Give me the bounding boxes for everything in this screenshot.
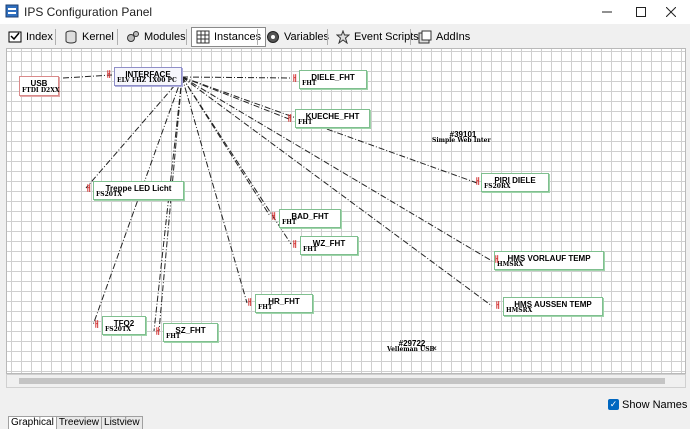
toolbar-separator: [186, 29, 187, 45]
tab-label: Event Scripts: [354, 31, 419, 43]
instance-node-kueche-fht[interactable]: KUECHE_FHT FHT: [295, 109, 370, 128]
addins-icon: [418, 30, 432, 44]
instance-node-piri-diele[interactable]: PIRI DIELE FS20RX: [481, 173, 549, 192]
connection-lines: [62, 74, 493, 332]
instance-node-treppe-led-licht[interactable]: Treppe LED Licht FS20TX: [93, 181, 184, 200]
tab-label: Modules: [144, 31, 186, 43]
show-names-checkbox[interactable]: ✓: [608, 399, 619, 410]
connector-icon: ㅐ: [105, 70, 113, 79]
tab-event-scripts[interactable]: Event Scripts: [332, 27, 423, 47]
connector-icon: ㅐ: [286, 114, 294, 123]
instance-node-hms-vorlauf-temp[interactable]: HMS VORLAUF TEMP HMSRX: [494, 251, 604, 270]
tab-label: AddIns: [436, 31, 471, 43]
tab-graphical[interactable]: Graphical: [8, 416, 57, 429]
tab-index[interactable]: Index: [4, 27, 57, 47]
instance-node-usb[interactable]: USB FTDI D2XX: [19, 76, 60, 96]
toolbar-separator: [257, 29, 258, 45]
instance-graph-canvas[interactable]: USB FTDI D2XX INTERFACE ELV FHZ 1X00 PC …: [6, 48, 686, 374]
title-bar: IPS Configuration Panel: [0, 0, 690, 24]
instance-node-hms-aussen-temp[interactable]: HMS AUSSEN TEMP HMSRX: [503, 297, 603, 316]
toolbar-separator: [117, 29, 118, 45]
view-tabs: Graphical Treeview Listview: [8, 416, 143, 429]
toolbar: Index Kernel Modules Instances Variables…: [0, 24, 690, 48]
close-button[interactable]: [652, 0, 690, 24]
index-icon: [8, 31, 22, 43]
instance-node-tfq2[interactable]: TFQ2 FS20TX: [102, 316, 146, 335]
minimize-icon: [602, 11, 612, 13]
app-icon: [5, 4, 19, 18]
minimize-button[interactable]: [584, 0, 630, 24]
connector-icon: ㅐ: [291, 74, 299, 83]
gears-icon: [127, 31, 139, 42]
connector-icon: ㅐ: [494, 301, 502, 310]
tab-treeview[interactable]: Treeview: [55, 416, 103, 429]
connector-icon: ㅐ: [85, 184, 93, 193]
tab-label: Index: [26, 31, 53, 43]
window-title: IPS Configuration Panel: [24, 5, 153, 19]
instances-icon: [196, 30, 210, 44]
connector-icon: ㅐ: [154, 327, 162, 336]
show-names-label[interactable]: Show Names: [622, 399, 688, 411]
tab-label: Variables: [284, 31, 330, 43]
close-icon: ×: [432, 344, 437, 353]
instance-node-hr-fht[interactable]: HR_FHT FHT: [255, 294, 313, 313]
connector-icon: ㅐ: [474, 177, 482, 186]
toolbar-separator: [410, 29, 411, 45]
toolbar-separator: [327, 29, 328, 45]
maximize-button[interactable]: [618, 0, 664, 24]
horizontal-scrollbar[interactable]: [6, 374, 686, 388]
tab-instances[interactable]: Instances: [191, 27, 267, 47]
connector-icon: ㅐ: [246, 298, 254, 307]
tab-variables[interactable]: Variables: [262, 27, 333, 47]
tab-label: Instances: [214, 31, 262, 43]
script-icon: [336, 30, 350, 44]
scrollbar-thumb[interactable]: [19, 378, 665, 384]
instance-node-39101[interactable]: #39101 Simple Web Inter: [432, 130, 491, 144]
variables-icon: [267, 31, 279, 43]
connector-icon: ㅐ: [493, 255, 501, 264]
database-icon: [65, 30, 77, 44]
instance-node-interface[interactable]: INTERFACE ELV FHZ 1X00 PC: [114, 67, 182, 86]
toolbar-separator: [55, 29, 56, 45]
connector-icon: ㅐ: [291, 240, 299, 249]
close-icon: [666, 7, 676, 17]
connector-icon: ㅐ: [93, 320, 101, 329]
tab-kernel[interactable]: Kernel: [60, 27, 118, 47]
tab-listview[interactable]: Listview: [101, 416, 143, 429]
tab-addins[interactable]: AddIns: [414, 27, 474, 47]
tab-label: Kernel: [82, 31, 114, 43]
instance-node-bad-fht[interactable]: BAD_FHT FHT: [279, 209, 341, 228]
instance-node-diele-fht[interactable]: DIELE_FHT FHT: [299, 70, 367, 89]
instance-node-29722[interactable]: #29722 Velleman USB: [387, 339, 435, 353]
instance-node-sz-fht[interactable]: SZ_FHT FHT: [163, 323, 218, 342]
instance-node-wz-fht[interactable]: WZ_FHT FHT: [300, 236, 358, 255]
tab-modules[interactable]: Modules: [122, 27, 190, 47]
connector-icon: ㅐ: [270, 212, 278, 221]
maximize-icon: [636, 7, 646, 17]
